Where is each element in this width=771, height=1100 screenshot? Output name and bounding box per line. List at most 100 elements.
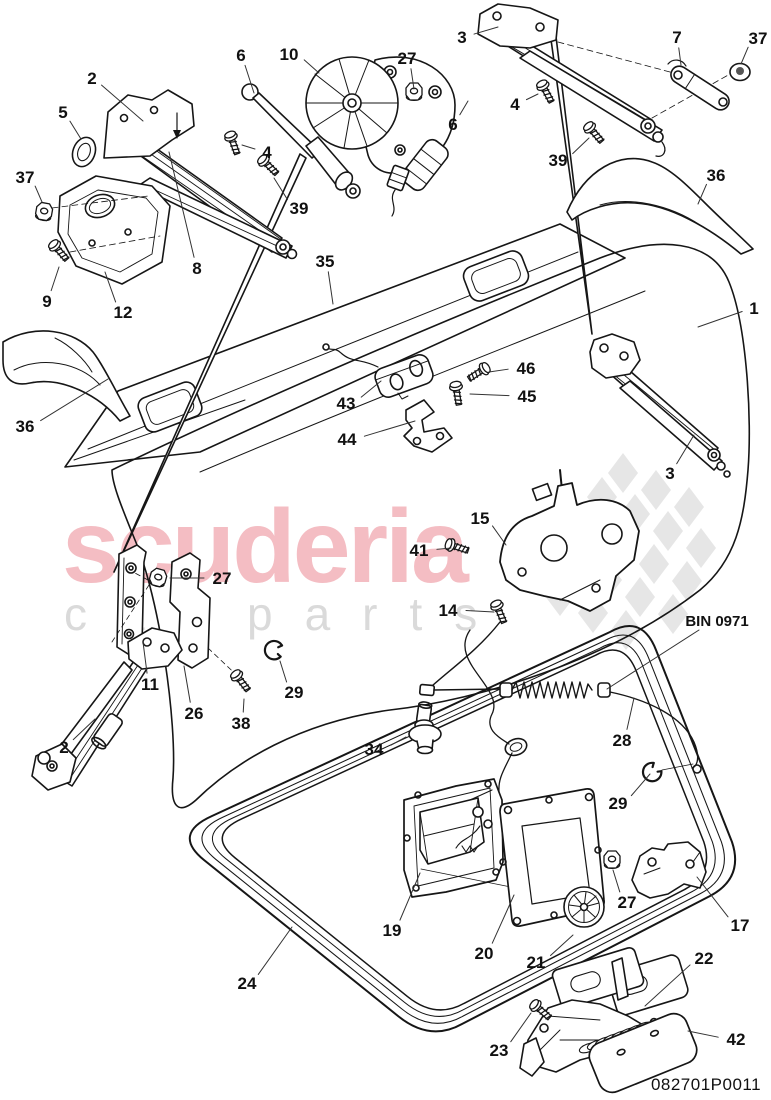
callout-15: 15 — [471, 509, 490, 528]
callout-26: 26 — [185, 704, 204, 723]
callout-38: 38 — [232, 714, 251, 733]
part-bracket-11 — [116, 544, 147, 655]
callout-1: 1 — [749, 299, 758, 318]
part-latch-bracket-15 — [499, 469, 640, 612]
callout-44: 44 — [338, 430, 357, 449]
callout-29: 29 — [609, 794, 628, 813]
callout-4: 4 — [262, 143, 272, 162]
nut-37-left — [33, 200, 55, 223]
callout-6: 6 — [448, 115, 457, 134]
part-bumper-34 — [408, 701, 442, 755]
callout-leader-10 — [303, 59, 320, 74]
callout-leader-37 — [34, 185, 43, 203]
part-boot-seal — [188, 625, 737, 1033]
clip-29-left — [261, 637, 287, 663]
callout-2: 2 — [87, 69, 96, 88]
callout-leader-41 — [436, 547, 452, 550]
callout-leader-20 — [491, 894, 515, 944]
part-bracket-26 — [169, 552, 247, 685]
screw-46 — [464, 359, 493, 385]
callout-leader-27 — [410, 68, 415, 90]
part-lamp-43 — [322, 343, 434, 400]
callout-leader-7 — [678, 47, 682, 66]
callout-leader-34 — [390, 736, 407, 746]
part-gas-strut-left — [241, 83, 361, 199]
screw-4-left — [222, 128, 244, 157]
callout-28: 28 — [613, 731, 632, 750]
screw-4-right — [533, 77, 558, 106]
callout-36: 36 — [707, 166, 726, 185]
callout-leader-19 — [399, 872, 421, 921]
part-spoiler-corner-left — [2, 330, 131, 422]
trim-needle-left — [113, 153, 307, 573]
callout-leader-43 — [360, 380, 382, 398]
part-vent-disc-21 — [563, 886, 605, 928]
callout-leader-15 — [491, 525, 507, 546]
bin-callout: BIN 0971 — [606, 613, 749, 690]
part-hinge-right-top — [477, 3, 731, 157]
callout-39: 39 — [290, 199, 309, 218]
callout-14: 14 — [439, 601, 458, 620]
part-bracket-17 — [631, 841, 707, 899]
callout-11: 11 — [141, 675, 159, 694]
part-release-cable — [418, 621, 702, 774]
screw-45 — [448, 379, 466, 407]
clip-29-right — [638, 758, 666, 786]
callout-29: 29 — [285, 683, 304, 702]
part-spoiler-corner-right — [566, 157, 754, 255]
callout-6: 6 — [236, 46, 245, 65]
callout-leader-39 — [572, 137, 590, 155]
callout-leader-3 — [676, 434, 695, 465]
callout-leader-29 — [630, 773, 651, 797]
callout-leader-39 — [273, 177, 288, 201]
callout-leader-23 — [510, 1012, 532, 1043]
callout-leader-38 — [242, 698, 245, 713]
callout-leader-11 — [142, 641, 148, 674]
callout-leader-2 — [101, 84, 144, 122]
callout-leader-5 — [69, 120, 82, 140]
nut-27-bottom — [603, 850, 621, 870]
callout-46: 46 — [517, 359, 536, 378]
part-inner-panel — [64, 223, 626, 468]
callout-3: 3 — [457, 28, 466, 47]
diagram-code: 082701P0011 — [651, 1075, 761, 1094]
callout-8: 8 — [192, 259, 201, 278]
callout-leader-42 — [687, 1030, 719, 1038]
part-bracket-44 — [403, 399, 453, 453]
callout-37: 37 — [16, 168, 35, 187]
callout-leader-1 — [697, 311, 743, 328]
callout-23: 23 — [490, 1041, 509, 1060]
callout-41: 41 — [410, 541, 429, 560]
callout-45: 45 — [518, 387, 537, 406]
callout-27: 27 — [213, 569, 232, 588]
nut-27-top — [405, 82, 423, 102]
callout-leader-8 — [168, 151, 195, 258]
callout-leader-21 — [550, 934, 574, 957]
callout-39: 39 — [549, 151, 568, 170]
part-lock-latch-22 — [519, 946, 689, 1077]
callout-20: 20 — [475, 944, 494, 963]
callout-leader-22 — [644, 964, 691, 1007]
grommet-37-right — [729, 62, 751, 82]
callout-35: 35 — [316, 252, 335, 271]
callout-43: 43 — [337, 394, 356, 413]
callout-5: 5 — [58, 103, 67, 122]
part-pad-42 — [588, 1012, 698, 1094]
callout-leader-26 — [183, 665, 191, 703]
callout-leader-2 — [72, 718, 96, 741]
callout-leader-29 — [279, 660, 288, 683]
callout-leader-17 — [696, 876, 729, 918]
callout-leader-14 — [465, 609, 495, 613]
callout-24: 24 — [238, 974, 257, 993]
callout-9: 9 — [42, 292, 51, 311]
washer-5 — [71, 136, 97, 168]
callout-leader-6 — [459, 100, 469, 116]
callout-leader-27 — [612, 869, 621, 893]
callout-10: 10 — [280, 45, 299, 64]
callout-leader-35 — [327, 271, 334, 305]
watermark-sub-text-right: parts — [247, 588, 509, 640]
callout-2: 2 — [59, 738, 68, 757]
